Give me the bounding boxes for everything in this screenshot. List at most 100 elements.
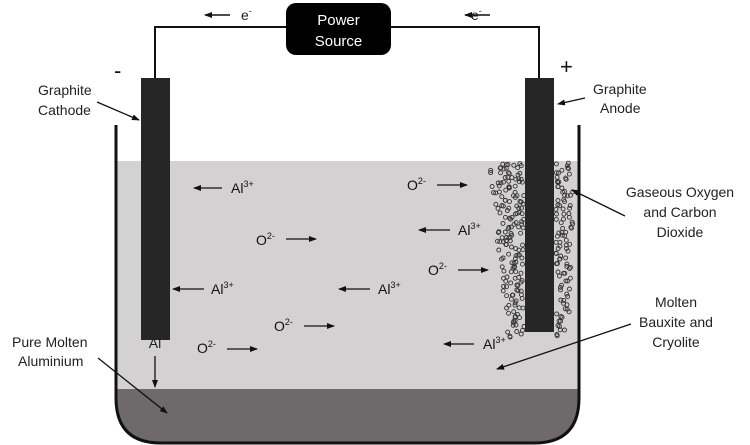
gas-bubble xyxy=(561,197,567,203)
ion-o2-5: O2- xyxy=(428,261,489,278)
electrolyte-pointer xyxy=(496,323,632,370)
gas-bubble xyxy=(512,300,518,306)
power-source-line1: Power xyxy=(317,12,360,29)
gas-bubble xyxy=(555,202,561,208)
gas-bubble xyxy=(495,180,501,186)
circuit-wire xyxy=(154,26,540,78)
gas-bubble xyxy=(497,239,503,245)
gas-bubble xyxy=(565,278,571,284)
ion-label: O2- xyxy=(428,261,447,278)
ion-label: Al3+ xyxy=(483,335,506,352)
gas-bubble xyxy=(491,190,496,196)
gas-bubble xyxy=(564,246,569,251)
molten-aluminium-region xyxy=(116,389,579,443)
gas-bubble xyxy=(503,162,509,168)
gas-bubble xyxy=(567,203,573,209)
gas-bubble xyxy=(513,253,519,259)
gas-bubble xyxy=(511,162,517,168)
gas-bubble xyxy=(503,187,509,193)
gas-bubble xyxy=(553,216,559,222)
gas-bubble xyxy=(519,219,525,225)
gas-bubble xyxy=(506,235,512,241)
gas-bubble xyxy=(562,270,568,276)
ion-al3-1: Al3+ xyxy=(193,179,254,196)
gas-bubble xyxy=(554,261,559,267)
gas-bubble xyxy=(519,295,525,301)
gas-bubble xyxy=(568,224,574,230)
ion-o2-4: O2- xyxy=(407,176,468,193)
gas-bubble xyxy=(519,179,525,185)
aluminium-label-line1: Pure Molten xyxy=(12,334,87,350)
gas-bubble xyxy=(561,216,566,222)
gas-bubble xyxy=(498,170,503,176)
gas-bubble xyxy=(561,297,567,303)
gas-bubble xyxy=(556,273,562,279)
gas-bubble xyxy=(553,250,559,256)
gas-bubble xyxy=(565,160,571,166)
gas-bubble xyxy=(564,163,570,169)
electrolyte-label-line1: Molten xyxy=(655,294,697,310)
gas-bubble xyxy=(562,306,568,312)
gas-bubble xyxy=(562,233,568,239)
ion-label: Al3+ xyxy=(458,221,481,238)
gas-label-line1: Gaseous Oxygen xyxy=(626,184,734,200)
gas-bubble xyxy=(506,224,512,230)
gas-bubble xyxy=(555,246,561,251)
gas-bubble xyxy=(493,201,499,207)
ion-label: Al3+ xyxy=(231,179,254,196)
gas-bubble xyxy=(505,329,511,335)
gas-bubble xyxy=(519,205,524,211)
gas-bubble xyxy=(500,288,506,294)
gas-bubble xyxy=(499,256,504,262)
gas-bubble xyxy=(565,165,571,171)
gas-bubble xyxy=(504,284,509,290)
gas-bubble xyxy=(501,275,506,281)
gas-bubble xyxy=(501,268,507,274)
gas-bubble xyxy=(504,305,510,311)
gas-bubble xyxy=(514,287,520,293)
gas-bubble xyxy=(516,224,522,230)
gas-bubble xyxy=(505,170,511,176)
gas-bubble xyxy=(507,199,512,205)
gas-bubble xyxy=(513,322,519,328)
gas-bubble xyxy=(563,176,569,182)
gas-bubble xyxy=(508,269,514,275)
ion-label: Al3+ xyxy=(378,280,401,297)
gas-bubble xyxy=(558,297,564,303)
aluminium-label-line2: Aluminium xyxy=(18,353,83,369)
gas-bubble xyxy=(502,229,508,235)
gas-bubble xyxy=(562,192,568,198)
gas-bubble xyxy=(516,179,522,185)
gas-bubble xyxy=(559,232,565,238)
gas-bubble xyxy=(569,219,575,225)
gas-bubble xyxy=(561,211,567,217)
tank-wall xyxy=(114,125,581,445)
gas-bubble xyxy=(558,253,564,259)
gas-bubble xyxy=(517,315,522,321)
gas-bubble xyxy=(489,184,495,189)
gas-bubble xyxy=(501,179,506,185)
ion-al3-2: Al3+ xyxy=(172,280,234,297)
gas-bubble xyxy=(509,232,515,238)
gas-bubble xyxy=(514,329,520,334)
gas-bubble xyxy=(499,264,505,270)
gas-bubble xyxy=(518,270,524,276)
gas-bubble xyxy=(502,175,508,180)
ion-al3-3: Al3+ xyxy=(338,280,401,297)
gas-bubble xyxy=(558,313,564,319)
gas-bubble xyxy=(516,210,522,215)
gas-bubble xyxy=(512,302,518,308)
gas-bubble xyxy=(501,166,507,172)
gas-bubble xyxy=(513,220,519,226)
anode-pointer xyxy=(557,97,586,106)
gas-bubble xyxy=(558,284,563,290)
gas-bubble xyxy=(497,210,503,216)
gas-bubble xyxy=(506,251,512,257)
gas-bubble xyxy=(566,214,572,220)
gas-bubble xyxy=(520,261,525,267)
cathode-pointer xyxy=(96,101,140,121)
gas-bubble xyxy=(512,275,518,281)
gas-bubble xyxy=(553,170,559,176)
positive-sign: + xyxy=(560,54,573,79)
